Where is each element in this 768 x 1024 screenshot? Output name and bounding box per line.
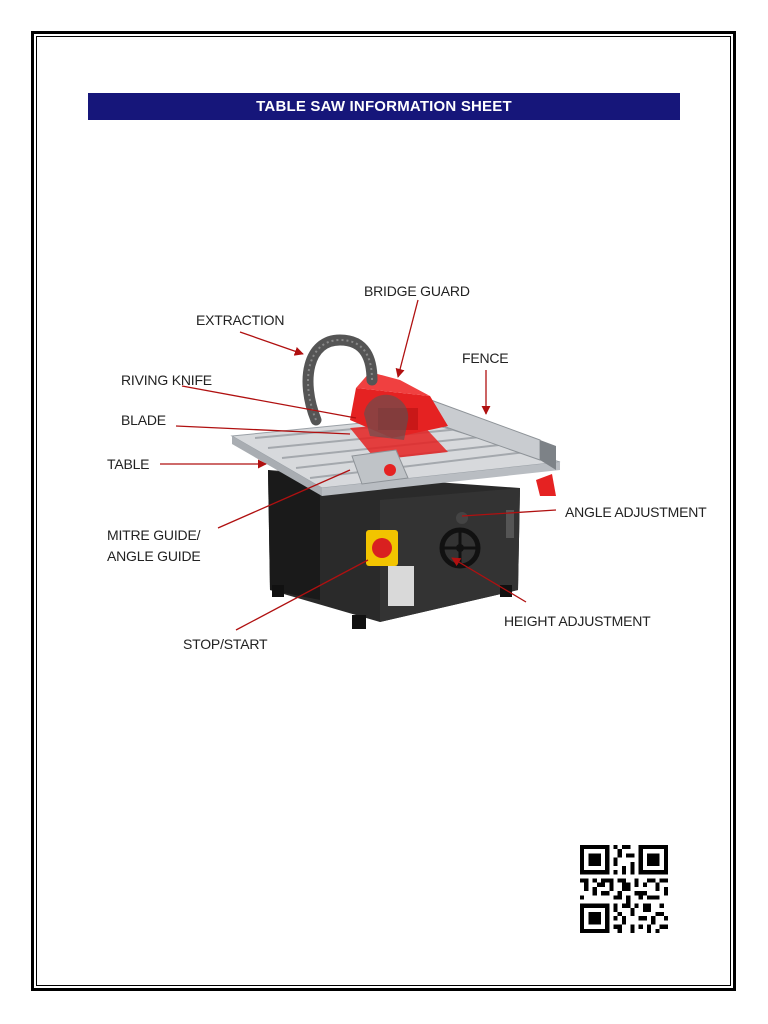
arrow-bridge-guard bbox=[395, 299, 419, 378]
label-bridge-guard: BRIDGE GUARD bbox=[364, 283, 470, 299]
label-fence: FENCE bbox=[462, 350, 508, 366]
arrow-extraction bbox=[239, 331, 304, 356]
arrow-height-adjustment bbox=[451, 557, 527, 603]
label-table: TABLE bbox=[107, 456, 149, 472]
label-stop-start: STOP/START bbox=[183, 636, 268, 652]
label-blade: BLADE bbox=[121, 412, 166, 428]
qr-code-icon bbox=[580, 845, 668, 933]
label-riving-knife: RIVING KNIFE bbox=[121, 372, 212, 388]
arrow-mitre-guide bbox=[217, 469, 351, 529]
page-border-outer bbox=[31, 31, 736, 991]
label-mitre-guide-line2: ANGLE GUIDE bbox=[107, 548, 201, 564]
label-extraction: EXTRACTION bbox=[196, 312, 284, 328]
arrow-stop-start bbox=[235, 559, 369, 631]
label-angle-adjustment: ANGLE ADJUSTMENT bbox=[565, 504, 707, 520]
table-saw-illustration bbox=[230, 334, 561, 629]
arrow-angle-adjustment bbox=[461, 509, 557, 517]
label-mitre-guide-line1: MITRE GUIDE/ bbox=[107, 527, 201, 543]
label-height-adjustment: HEIGHT ADJUSTMENT bbox=[504, 613, 651, 629]
page-title: TABLE SAW INFORMATION SHEET bbox=[88, 93, 680, 120]
arrow-blade bbox=[175, 425, 351, 435]
page-border-inner bbox=[36, 36, 731, 986]
arrow-riving-knife bbox=[181, 385, 357, 419]
